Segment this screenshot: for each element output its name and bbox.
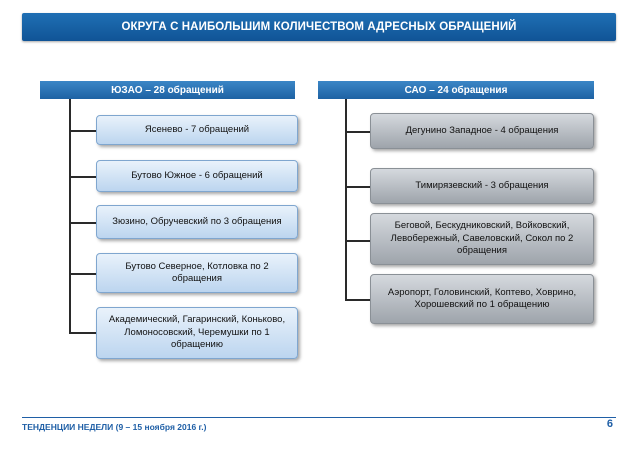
left-connector-4 xyxy=(69,273,96,275)
left-column-header: ЮЗАО – 28 обращений xyxy=(40,81,295,99)
left-connector-1 xyxy=(69,130,96,132)
right-connector-4 xyxy=(345,299,370,301)
left-connector-2 xyxy=(69,176,96,178)
left-connector-3 xyxy=(69,222,96,224)
left-tree-trunk xyxy=(69,99,71,333)
page-number: 6 xyxy=(606,418,613,430)
right-item-2: Тимирязевский - 3 обращения xyxy=(370,168,594,204)
left-item-1: Ясенево - 7 обращений xyxy=(96,115,298,145)
slide-title: ОКРУГА С НАИБОЛЬШИМ КОЛИЧЕСТВОМ АДРЕСНЫХ… xyxy=(22,13,616,41)
right-connector-2 xyxy=(345,186,370,188)
footer-text: ТЕНДЕНЦИИ НЕДЕЛИ (9 – 15 ноября 2016 г.) xyxy=(22,422,207,432)
right-item-4: Аэропорт, Головинский, Коптево, Ховрино,… xyxy=(370,274,594,324)
right-connector-1 xyxy=(345,131,370,133)
left-connector-5 xyxy=(69,332,96,334)
left-item-3: Зюзино, Обручевский по 3 обращения xyxy=(96,205,298,239)
right-item-1: Дегунино Западное - 4 обращения xyxy=(370,113,594,149)
footer-divider xyxy=(22,417,616,418)
right-tree-trunk xyxy=(345,99,347,300)
left-item-5: Академический, Гагаринский, Коньково, Ло… xyxy=(96,307,298,359)
left-item-2: Бутово Южное - 6 обращений xyxy=(96,160,298,192)
right-connector-3 xyxy=(345,240,370,242)
right-column-header: САО – 24 обращения xyxy=(318,81,594,99)
left-item-4: Бутово Северное, Котловка по 2 обращения xyxy=(96,253,298,293)
right-item-3: Беговой, Бескудниковский, Войковский, Ле… xyxy=(370,213,594,265)
